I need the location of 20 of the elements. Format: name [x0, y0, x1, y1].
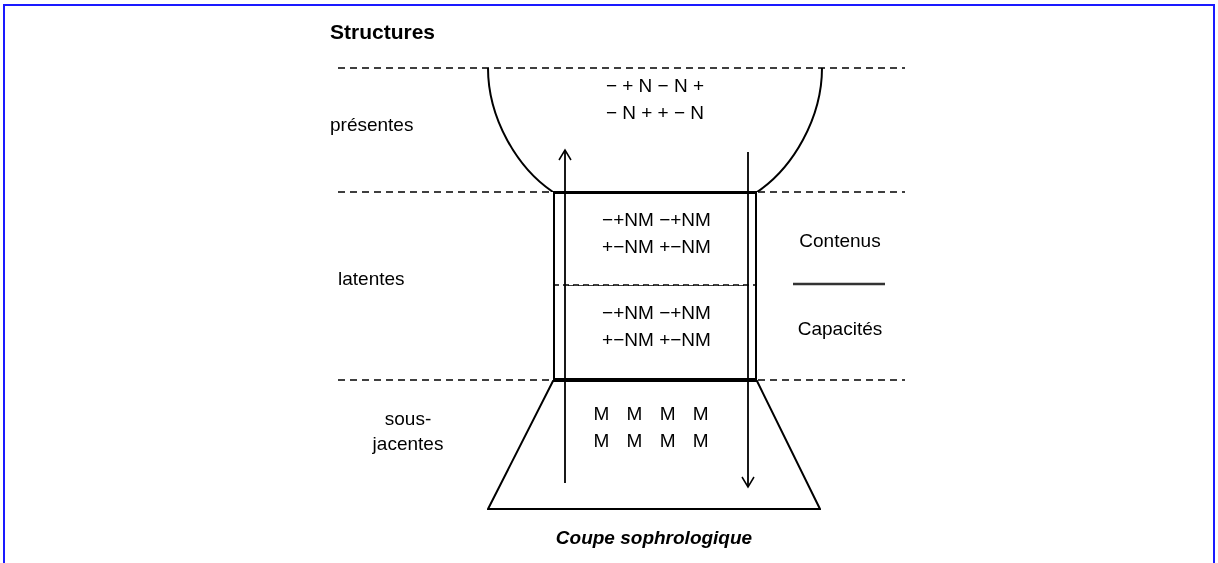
symbol-row-text: −+NM −+NM	[602, 301, 711, 325]
level-label: sous-jacentes	[371, 407, 445, 456]
symbol-row-text: +−NM +−NM	[602, 235, 711, 259]
level-label: Contenus	[798, 229, 882, 253]
symbol-row-text: +−NM +−NM	[602, 328, 711, 352]
symbol-row-text: − + N − N +	[605, 74, 705, 98]
level-label: présentes	[330, 113, 415, 137]
symbol-row-text: −+NM −+NM	[602, 208, 711, 232]
level-label: latentes	[338, 267, 406, 291]
title: Structures	[330, 19, 436, 45]
symbol-row-text: M M M M	[593, 429, 715, 453]
caption: Coupe sophrologique	[554, 526, 754, 550]
arrow	[558, 149, 572, 484]
level-label: Capacités	[796, 317, 884, 341]
base-trapezoid	[487, 380, 821, 510]
symbol-row-text: M M M M	[593, 402, 715, 426]
symbol-row-text: − N + + − N	[605, 101, 705, 125]
bowl-shape	[487, 68, 823, 192]
stem-section	[568, 285, 745, 380]
arrow	[741, 151, 755, 488]
